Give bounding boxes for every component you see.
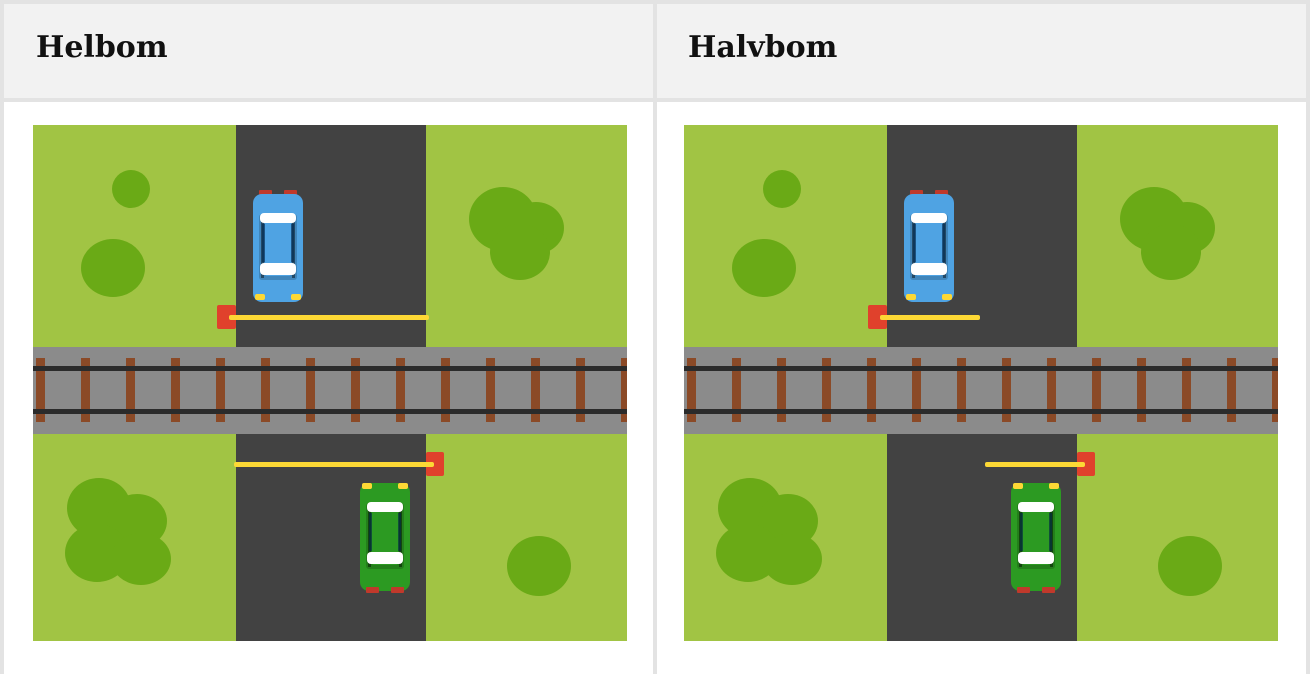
railway-track-icon [33,347,627,434]
car-icon [253,190,303,302]
car-icon [360,483,410,593]
bush-icon [507,536,571,596]
bush-icon [763,170,801,208]
bush-icon [81,239,145,297]
crossing-scene-half-barrier [684,125,1278,641]
bush-icon [112,170,150,208]
car-icon [904,190,954,302]
crossing-scene-full-barrier [33,125,627,641]
column-divider [653,0,657,674]
bush-icon [1158,536,1222,596]
car-icon [1011,483,1061,593]
column-title-half-barrier: Halvbom [688,30,837,66]
bush-icon [732,239,796,297]
column-title-full-barrier: Helbom [36,30,168,66]
railway-track-icon [684,347,1278,434]
